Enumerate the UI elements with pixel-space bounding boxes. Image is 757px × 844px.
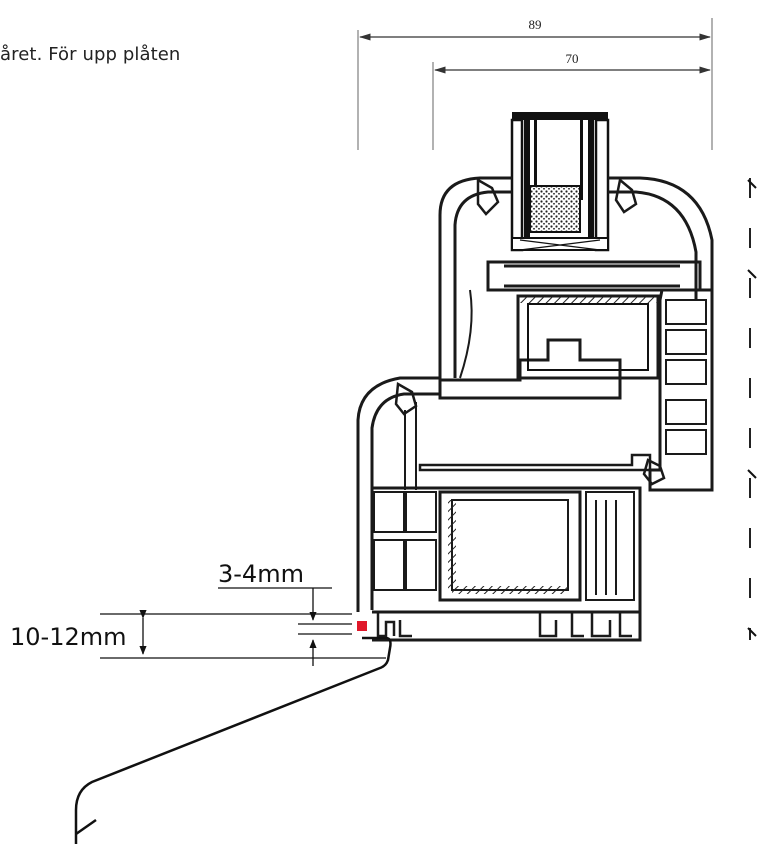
- gap-label: 3-4mm: [218, 560, 304, 588]
- measurement-annotations: 3-4mm 10-12mm: [10, 560, 386, 666]
- dimension-lines: 89 70: [357, 17, 713, 150]
- seal-marker: [357, 621, 367, 631]
- sill-flashing: [74, 636, 392, 844]
- height-label: 10-12mm: [10, 623, 127, 651]
- caption-text: året. För upp plåten: [0, 44, 181, 65]
- frame-profile: [356, 376, 666, 642]
- dimension-label-outer: 89: [529, 17, 542, 32]
- wall-edge: [747, 178, 757, 640]
- sill-flashing-drip: [75, 818, 97, 836]
- dimension-label-inner: 70: [566, 51, 579, 66]
- glass-pane: [510, 112, 610, 252]
- sash-profile: [438, 176, 714, 492]
